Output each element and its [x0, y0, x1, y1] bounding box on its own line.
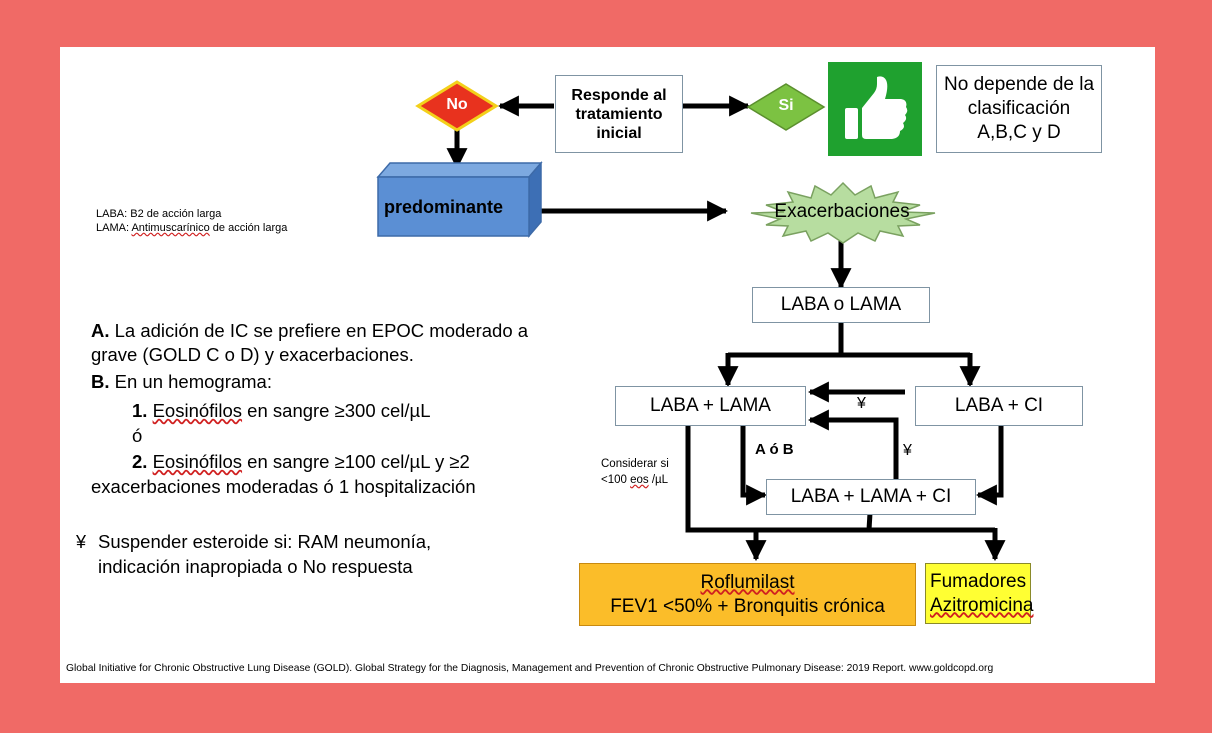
laba-ci-box: LABA + CI [915, 386, 1083, 426]
legend-laba: LABA: B2 de acción larga [96, 208, 222, 220]
roflumilast-box: Roflumilast FEV1 <50% + Bronquitis cróni… [579, 563, 916, 626]
thumbs-up-icon [845, 76, 908, 139]
laba-o-lama-box: LABA o LAMA [752, 287, 930, 323]
note-b1: 1. Eosinófilos en sangre ≥300 cel/µL ó [132, 400, 431, 446]
yen-label-right: ¥ [903, 442, 912, 459]
thumbs-up-box [828, 62, 922, 156]
responde-label: Responde al tratamiento inicial [571, 86, 667, 142]
a-o-b-label: A ó B [755, 441, 794, 458]
note-b2: 2. Eosinófilos en sangre ≥100 cel/µL y ≥… [91, 451, 476, 497]
note-a: A. La adición de IC se prefiere en EPOC … [91, 320, 529, 365]
fumadores-box: Fumadores Azitromicina [925, 563, 1033, 624]
responde-box: Responde al tratamiento inicial [555, 75, 683, 153]
note-b: B. En un hemograma: [91, 371, 272, 392]
si-label: Si [778, 97, 794, 114]
considerar-label: Considerar si <100 eos /µL [601, 456, 669, 488]
slide: No Si Responde al tratamiento inicial No… [60, 47, 1155, 683]
yen-label-top: ¥ [857, 395, 866, 412]
laba-lama-ci-box: LABA + LAMA + CI [766, 479, 976, 515]
suspender-note: Suspender esteroide si: RAM neumonía, in… [98, 531, 432, 577]
footer-citation: Global Initiative for Chronic Obstructiv… [66, 663, 994, 674]
yen-bullet: ¥ [76, 532, 87, 552]
no-depende-label: No depende de la clasificación A,B,C y D [944, 74, 1095, 143]
predominante-label: predominante [384, 197, 504, 217]
no-label: No [446, 96, 468, 113]
legend-lama: LAMA: Antimuscarínico de acción larga [96, 222, 288, 234]
laba-lama-box: LABA + LAMA [615, 386, 806, 426]
exacerbaciones-label: Exacerbaciones [774, 201, 910, 222]
no-depende-box: No depende de la clasificación A,B,C y D [936, 65, 1102, 153]
